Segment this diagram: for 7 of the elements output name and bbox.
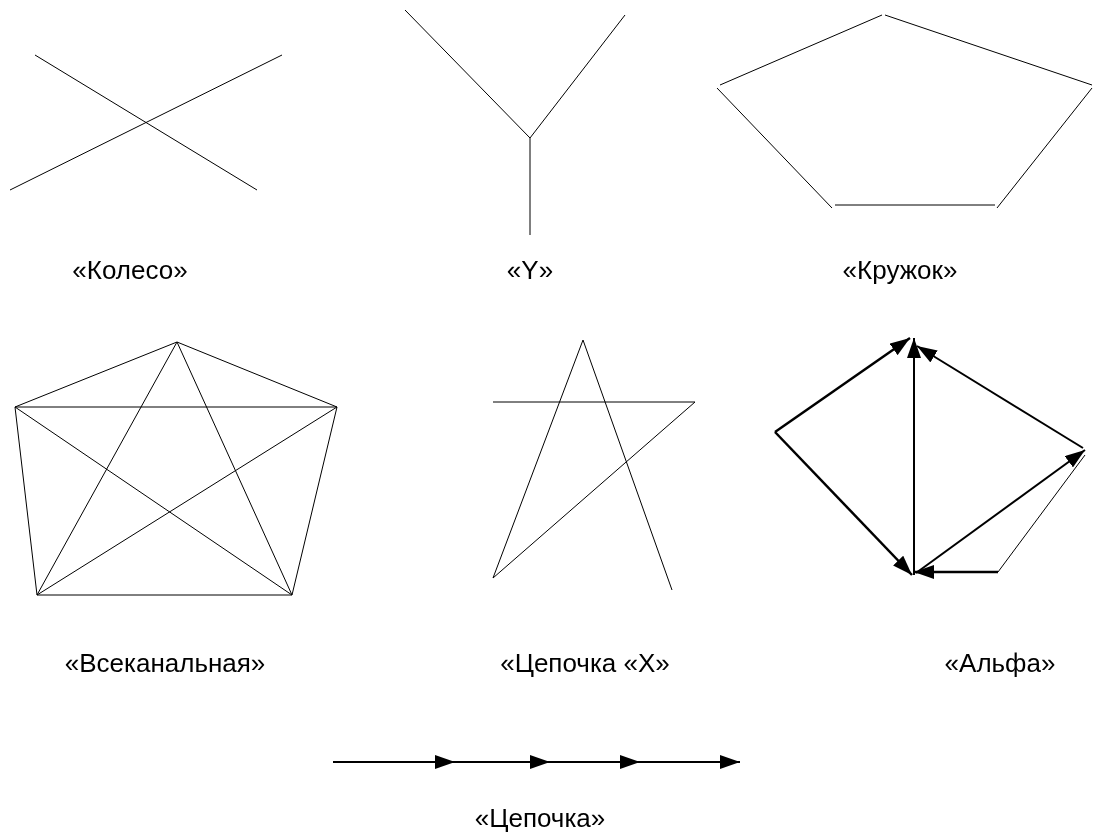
- network-caption: «Цепочка»: [474, 803, 606, 833]
- network-caption: «Кружок»: [842, 255, 958, 285]
- network-caption: «Колесо»: [72, 255, 188, 285]
- network-caption: «Цепочка «X»: [500, 648, 670, 678]
- network-caption: «Всеканальная»: [64, 648, 266, 678]
- network-caption: «Альфа»: [944, 648, 1056, 678]
- network-caption: «Y»: [506, 255, 554, 285]
